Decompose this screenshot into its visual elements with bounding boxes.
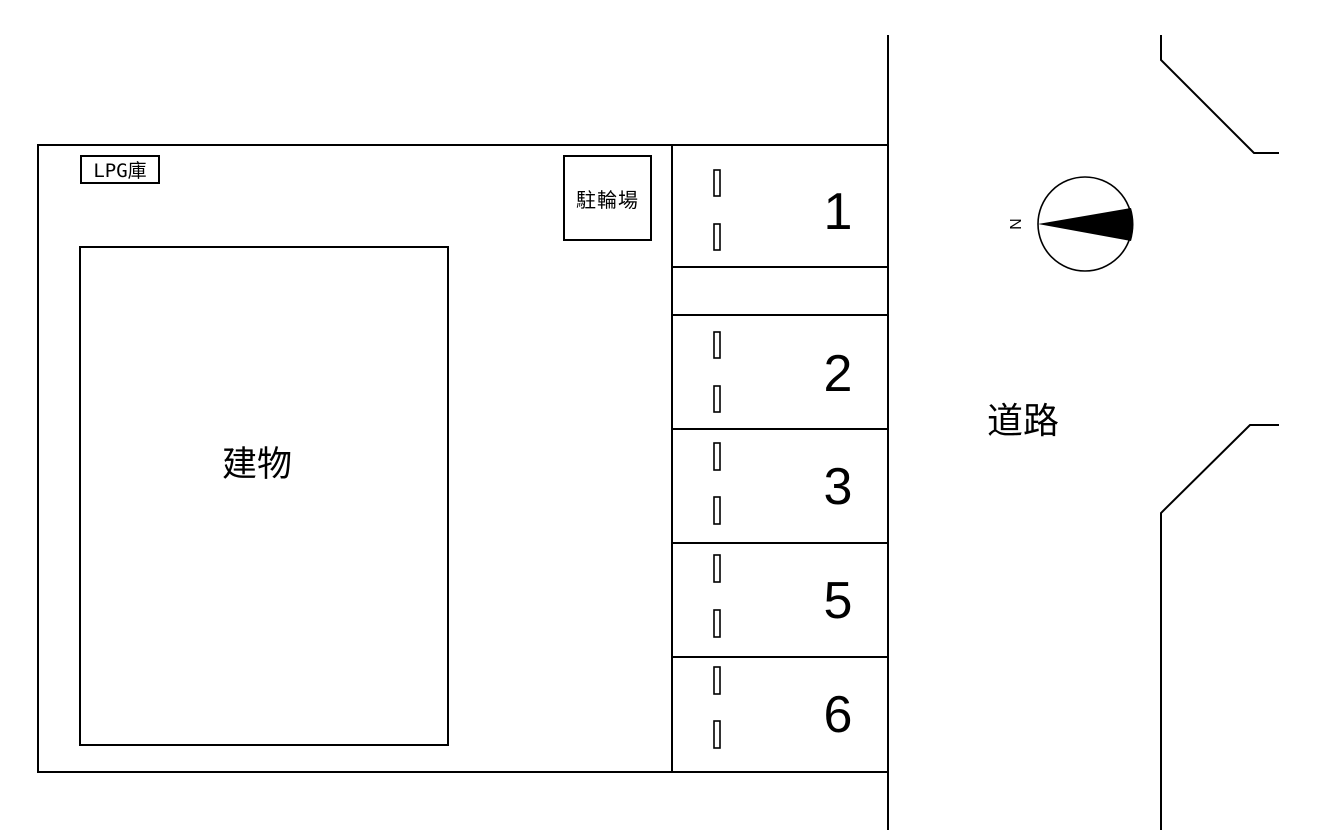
building-outline — [79, 246, 449, 746]
wheel-stop-icon — [713, 609, 721, 638]
building-label: 建物 — [222, 445, 293, 485]
wheel-stop-icon — [713, 223, 721, 251]
bicycle-parking-label: 駐輪場 — [576, 187, 639, 212]
bicycle-parking: 駐輪場 — [563, 155, 652, 241]
compass-icon — [1037, 176, 1134, 272]
road-edge-right-lower — [1160, 424, 1279, 830]
north-label: N — [1005, 218, 1023, 230]
parking-space-6-number: 6 — [823, 686, 853, 744]
road-label: 道路 — [987, 401, 1060, 442]
wheel-stop-icon — [713, 720, 721, 749]
parking-space-1-number: 1 — [823, 183, 853, 241]
lot-boundary — [37, 144, 889, 773]
parking-space-2-number: 2 — [823, 345, 853, 403]
parking-space-5-number: 5 — [823, 572, 853, 630]
wheel-stop-icon — [713, 385, 721, 413]
road-edge-right-upper — [1160, 35, 1279, 154]
wheel-stop-icon — [713, 666, 721, 695]
lpg-storage: LPG庫 — [80, 155, 160, 184]
wheel-stops — [713, 169, 721, 749]
wheel-stop-icon — [713, 442, 721, 471]
wheel-stop-icon — [713, 554, 721, 583]
wheel-stop-icon — [713, 331, 721, 359]
parking-space-3-number: 3 — [823, 458, 853, 516]
wheel-stop-icon — [713, 496, 721, 525]
wheel-stop-icon — [713, 169, 721, 197]
lpg-storage-label: LPG庫 — [93, 160, 147, 182]
